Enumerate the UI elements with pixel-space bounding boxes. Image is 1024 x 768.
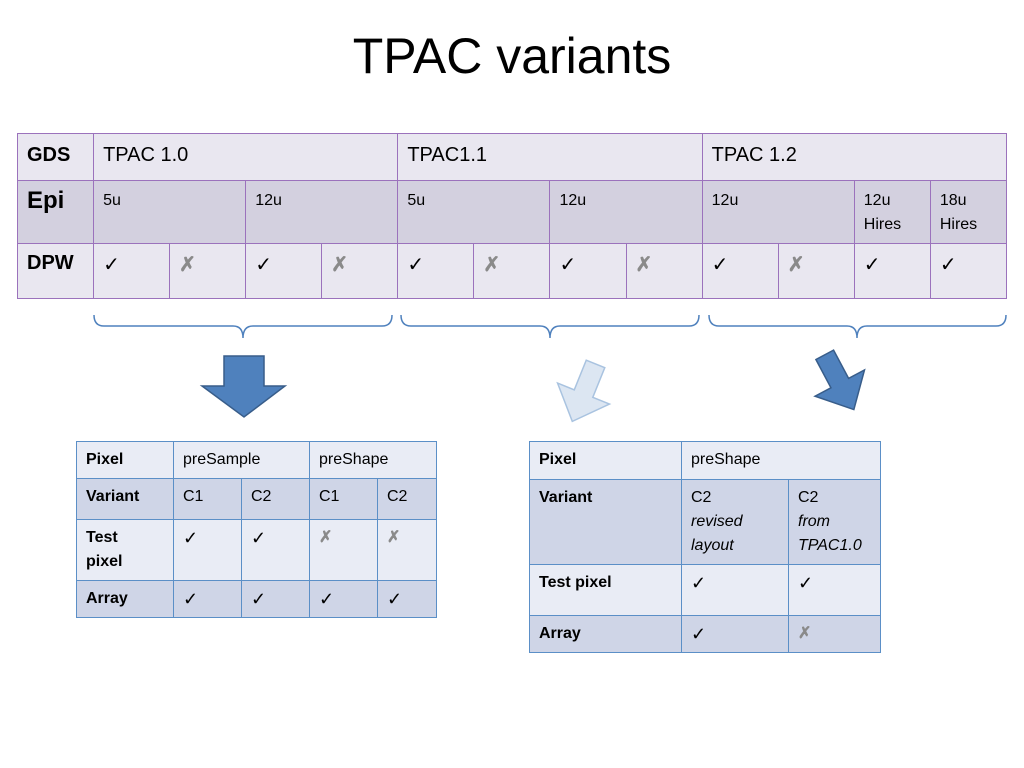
cross-icon: ✗	[777, 243, 855, 299]
epi-cell: 18u Hires	[929, 180, 1008, 244]
epi-cell: 5u	[397, 180, 551, 244]
epi-cell: 12u	[549, 180, 703, 244]
array-label: Array	[529, 615, 682, 653]
variant-name: C2	[798, 489, 819, 506]
presample-preshape-table: Pixel preSample preShape Variant C1 C2 C…	[76, 441, 438, 618]
epi-cell: 12u	[701, 180, 855, 244]
check-icon: ✓	[787, 564, 882, 616]
pixel-header: Pixel	[76, 441, 174, 479]
check-icon: ✓	[376, 580, 438, 618]
test-pixel-label: Test pixel	[76, 519, 174, 581]
check-icon: ✓	[93, 243, 171, 299]
presample-header: preSample	[173, 441, 310, 479]
preshape-header: preShape	[308, 441, 438, 479]
cross-icon: ✗	[473, 243, 551, 299]
variant-cell: C2	[376, 478, 438, 520]
check-icon: ✓	[681, 564, 789, 616]
check-icon: ✓	[549, 243, 627, 299]
variant-cell: C2	[241, 478, 310, 520]
check-icon: ✓	[853, 243, 931, 299]
check-icon: ✓	[245, 243, 323, 299]
cross-icon: ✗	[625, 243, 703, 299]
row-header-gds: GDS	[16, 133, 95, 181]
check-icon: ✓	[241, 519, 310, 581]
epi-cell: 12u	[245, 180, 399, 244]
variant-label: Variant	[76, 478, 174, 520]
gds-cell: TPAC 1.2	[701, 133, 1008, 181]
brace-tpac-1-2	[708, 314, 1007, 339]
brace-tpac-1-1	[400, 314, 700, 339]
brace-tpac-1-0	[93, 314, 393, 339]
check-icon: ✓	[173, 519, 242, 581]
dpw-row: DPW ✓ ✗ ✓ ✗ ✓ ✗ ✓ ✗ ✓ ✗ ✓ ✓	[16, 243, 1008, 299]
arrow-light-icon	[556, 359, 612, 423]
check-icon: ✓	[173, 580, 242, 618]
cross-icon: ✗	[309, 519, 378, 581]
variant-cell: C1	[173, 478, 242, 520]
cross-icon: ✗	[376, 519, 438, 581]
down-arrow-icon	[199, 355, 288, 418]
preshape-table: Pixel preShape Variant C2 revised layout…	[529, 441, 882, 653]
pixel-header: Pixel	[529, 441, 682, 480]
check-icon: ✓	[681, 615, 789, 653]
cross-icon: ✗	[787, 615, 882, 653]
variant-cell: C1	[309, 478, 378, 520]
variant-name: C2	[691, 489, 712, 506]
check-icon: ✓	[701, 243, 779, 299]
check-icon: ✓	[929, 243, 1008, 299]
check-icon: ✓	[241, 580, 310, 618]
arrow-tilted-icon	[813, 349, 866, 411]
variant-note: revised layout	[691, 513, 743, 554]
slide-title: TPAC variants	[352, 28, 672, 84]
epi-cell: 12u Hires	[853, 180, 931, 244]
preshape-header: preShape	[680, 441, 882, 480]
variant-label: Variant	[529, 479, 682, 565]
cross-icon: ✗	[169, 243, 247, 299]
check-icon: ✓	[397, 243, 475, 299]
test-pixel-label: Test pixel	[529, 564, 682, 616]
tpac-variants-table: GDS TPAC 1.0 TPAC1.1 TPAC 1.2 Epi 5u 12u…	[16, 133, 1008, 299]
gds-cell: TPAC 1.0	[93, 133, 399, 181]
row-header-epi: Epi	[16, 180, 95, 244]
variant-cell: C2 revised layout	[681, 479, 789, 565]
array-label: Array	[76, 580, 174, 618]
variant-note: from TPAC1.0	[798, 513, 862, 554]
epi-cell: 5u	[93, 180, 247, 244]
cross-icon: ✗	[321, 243, 399, 299]
gds-cell: TPAC1.1	[397, 133, 703, 181]
check-icon: ✓	[309, 580, 378, 618]
variant-cell: C2 from TPAC1.0	[787, 479, 882, 565]
gds-row: GDS TPAC 1.0 TPAC1.1 TPAC 1.2	[16, 133, 1008, 181]
epi-row: Epi 5u 12u 5u 12u 12u 12u Hires 18u Hire…	[16, 180, 1008, 244]
